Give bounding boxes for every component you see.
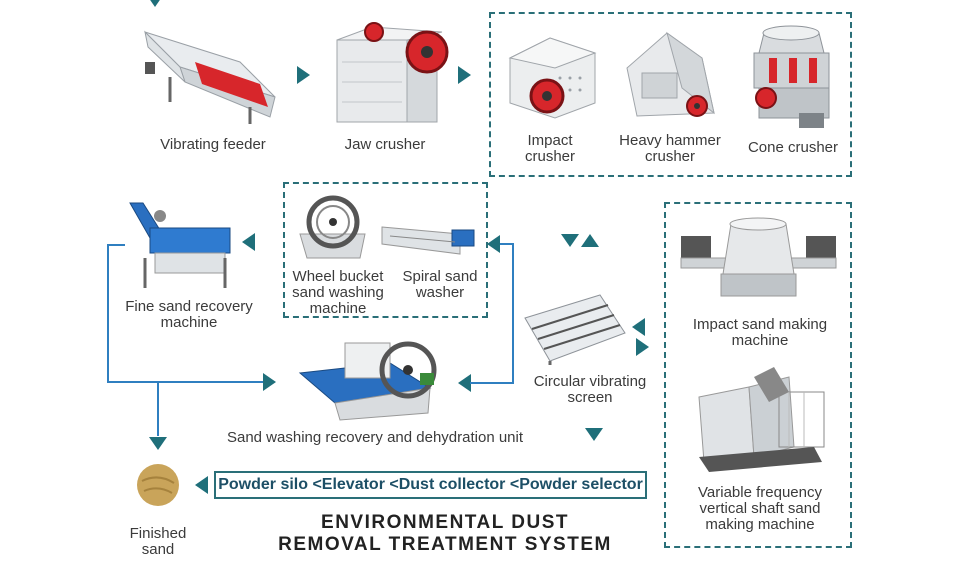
vsi-sand-making-image xyxy=(698,367,825,472)
secondary-crusher-group xyxy=(489,12,852,177)
vibrating-feeder-label: Vibrating feeder xyxy=(160,136,266,153)
jaw-crusher-label: Jaw crusher xyxy=(344,136,426,153)
cone-crusher-image xyxy=(753,25,830,128)
flow-arrow-left xyxy=(242,233,255,251)
finished-sand-image xyxy=(137,464,179,506)
sand-making-group xyxy=(664,202,852,548)
flow-arrow-up xyxy=(581,234,599,247)
sand-washing-unit-image xyxy=(298,341,437,421)
flow-line xyxy=(470,382,514,384)
jaw-crusher-image xyxy=(336,22,449,123)
flow-arrow-down xyxy=(561,234,579,247)
fine-sand-recovery-image xyxy=(129,202,231,288)
flow-arrow-left xyxy=(487,235,500,253)
impact-crusher-image xyxy=(508,37,597,119)
wheel-bucket-washer-image xyxy=(299,195,366,259)
flow-arrow-down xyxy=(585,428,603,441)
circular-vibrating-screen-image xyxy=(524,294,626,365)
flow-arrow-down xyxy=(146,0,164,7)
sand-washing-unit-label: Sand washing recovery and dehydration un… xyxy=(226,429,524,446)
powder-processing-chain: Powder silo <Elevator <Dust collector <P… xyxy=(214,471,647,499)
flow-arrow-left xyxy=(195,476,208,494)
flow-arrow-right xyxy=(297,66,310,84)
flow-arrow-down xyxy=(149,437,167,450)
flow-line xyxy=(498,243,514,245)
spiral-sand-washer-image xyxy=(381,226,475,255)
flow-arrow-left xyxy=(632,318,645,336)
flow-line xyxy=(157,382,159,436)
flow-arrow-left xyxy=(458,374,471,392)
flow-line xyxy=(107,244,125,246)
impact-sand-making-image xyxy=(680,217,837,297)
cone-crusher-label: Cone crusher xyxy=(747,139,839,156)
flow-arrow-right xyxy=(636,338,649,356)
flow-line xyxy=(107,244,109,383)
flow-line xyxy=(512,243,514,383)
flow-arrow-right xyxy=(263,373,276,391)
vibrating-feeder-image xyxy=(144,30,276,124)
flow-arrow-right xyxy=(458,66,471,84)
heavy-hammer-crusher-image xyxy=(626,31,715,117)
flow-line xyxy=(107,381,267,383)
